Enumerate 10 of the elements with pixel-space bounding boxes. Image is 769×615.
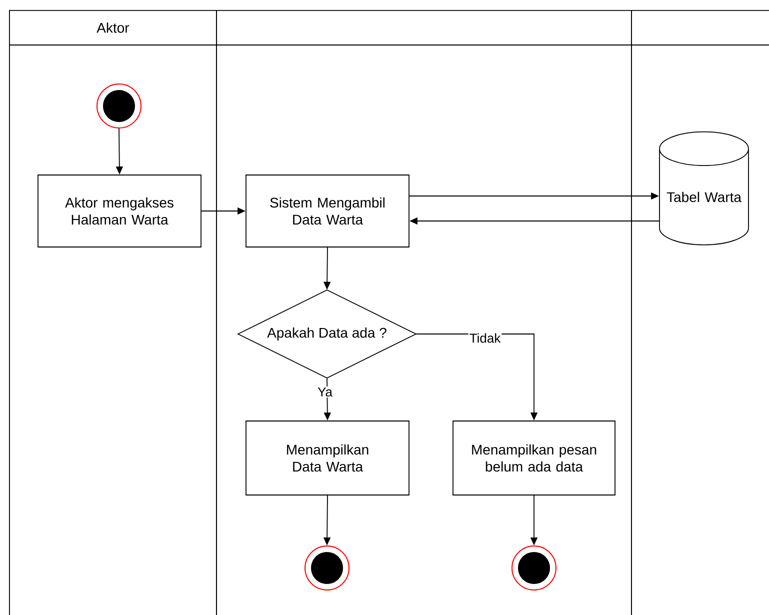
end-circle [512, 546, 556, 590]
process-box: Aktor mengakses Halaman Warta [38, 174, 202, 248]
end-circle [96, 84, 142, 128]
edge-label: Tidak [468, 332, 502, 344]
edge-label: Ya [316, 386, 334, 398]
database-cylinder: Tabel Warta [659, 131, 749, 246]
process-box: Menampilkan pesan belum ada data [452, 420, 616, 496]
process-box: Sistem Mengambil Data Warta [246, 174, 410, 248]
process-box: Menampilkan Data Warta [246, 420, 410, 496]
end-circle [304, 546, 350, 590]
